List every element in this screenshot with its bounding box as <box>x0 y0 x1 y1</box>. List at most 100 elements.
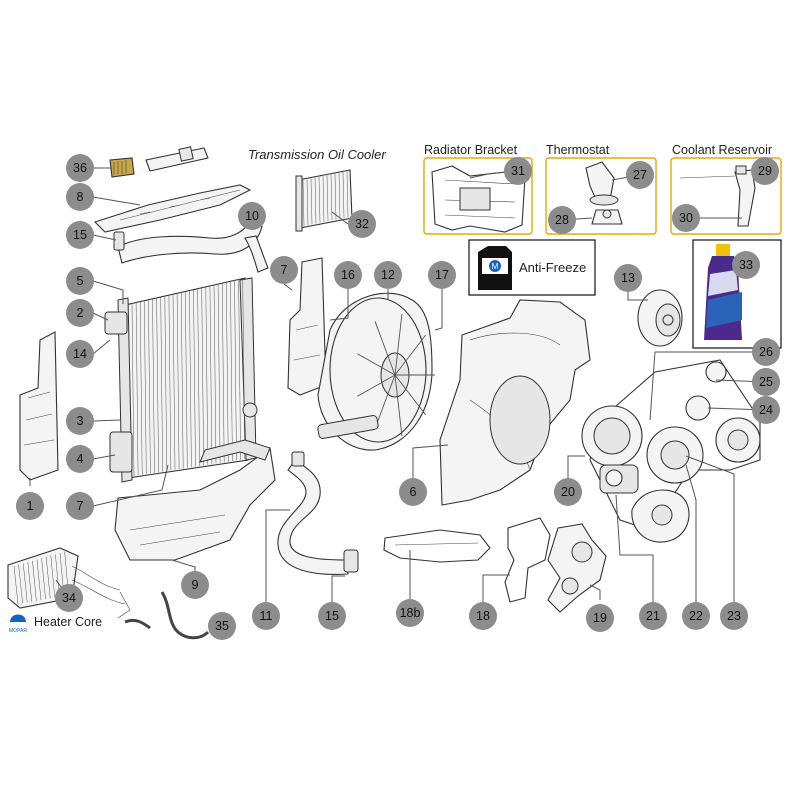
callout-number: 32 <box>355 217 369 231</box>
callout-circle <box>66 267 94 295</box>
callout-circle <box>626 161 654 189</box>
callout-number: 5 <box>77 274 84 288</box>
radiator-bracket-title: Radiator Bracket <box>424 143 518 157</box>
callout-circle <box>720 602 748 630</box>
callout-number: 19 <box>593 611 607 625</box>
right-deflector-7 <box>287 257 327 396</box>
radiator-bracket-31 <box>431 165 526 233</box>
callout-number: 3 <box>77 414 84 428</box>
callout-12: 12 <box>374 261 402 289</box>
callout-2: 2 <box>66 299 94 327</box>
lower-duct-9 <box>114 447 276 561</box>
callout-circle <box>318 602 346 630</box>
callout-number: 8 <box>77 190 84 204</box>
callout-number: 33 <box>739 258 753 272</box>
upper-shroud-8 <box>93 184 252 233</box>
lower-hose-11 <box>277 459 349 575</box>
callout-21: 21 <box>639 602 667 630</box>
anti-freeze-jug: M <box>478 246 512 290</box>
callout-7: 7 <box>270 256 298 284</box>
callout-circle <box>752 338 780 366</box>
transmission-oil-cooler-32 <box>295 169 353 232</box>
callout-number: 31 <box>511 164 525 178</box>
callout-circle <box>66 492 94 520</box>
callout-8: 8 <box>66 183 94 211</box>
callout-circle <box>66 299 94 327</box>
anti-freeze-title: Anti-Freeze <box>519 260 587 275</box>
gasket-18b <box>383 529 491 563</box>
transmission-oil-cooler-title: Transmission Oil Cooler <box>248 147 386 162</box>
callout-circle <box>252 602 280 630</box>
radiator-bracket-frame <box>423 157 533 235</box>
callout-circle <box>66 407 94 435</box>
thermostat-27-28 <box>585 161 623 225</box>
callout-number: 13 <box>621 271 635 285</box>
callout-circle <box>396 599 424 627</box>
callout-number: 20 <box>561 485 575 499</box>
callout-9: 9 <box>181 571 209 599</box>
callout-number: 36 <box>73 161 87 175</box>
callout-number: 24 <box>759 403 773 417</box>
callout-number: 12 <box>381 268 395 282</box>
callout-number: 15 <box>73 228 87 242</box>
coolant-reservoir-frame <box>670 157 782 235</box>
upper-hose-10 <box>117 219 263 264</box>
callout-number: 21 <box>646 609 660 623</box>
callout-1: 1 <box>16 492 44 520</box>
additive-bottle-33 <box>704 244 742 340</box>
svg-text:MOPAR: MOPAR <box>9 628 27 634</box>
callout-circle <box>66 183 94 211</box>
water-pump-19 <box>547 523 607 613</box>
callout-25: 25 <box>752 368 780 396</box>
callout-circle <box>732 251 760 279</box>
callout-circle <box>348 210 376 238</box>
callout-number: 35 <box>215 619 229 633</box>
callout-circle <box>181 571 209 599</box>
callout-13: 13 <box>614 264 642 292</box>
callout-28: 28 <box>548 206 576 234</box>
coolant-reservoir-29-30 <box>679 165 756 227</box>
callout-number: 27 <box>633 168 647 182</box>
callout-circle <box>639 602 667 630</box>
left-deflector-7 <box>19 331 59 481</box>
callout-14: 14 <box>66 340 94 368</box>
callout-18: 18 <box>469 602 497 630</box>
callout-24: 24 <box>752 396 780 424</box>
callout-circle <box>614 264 642 292</box>
callout-circle <box>682 602 710 630</box>
heater-hoses-35 <box>124 591 210 640</box>
callout-number: 10 <box>245 209 259 223</box>
callout-circle <box>554 478 582 506</box>
callout-number: 17 <box>435 268 449 282</box>
callout-circle <box>752 396 780 424</box>
callout-number: 18 <box>476 609 490 623</box>
coolant-reservoir-title: Coolant Reservoir <box>672 143 773 157</box>
callout-number: 7 <box>281 263 288 277</box>
callout-19: 19 <box>586 604 614 632</box>
callout-circle <box>374 261 402 289</box>
callout-number: 18b <box>400 606 421 620</box>
callout-31: 31 <box>504 157 532 185</box>
svg-text:M: M <box>492 262 499 271</box>
callout-number: 9 <box>192 578 199 592</box>
callout-circle <box>586 604 614 632</box>
callout-29: 29 <box>751 157 779 185</box>
gasket-18 <box>504 517 551 603</box>
callout-number: 7 <box>77 499 84 513</box>
fitting-36-illustration <box>109 146 209 178</box>
callout-circle <box>16 492 44 520</box>
callout-circle <box>66 340 94 368</box>
callout-26: 26 <box>752 338 780 366</box>
callout-3: 3 <box>66 407 94 435</box>
callout-34: 34 <box>55 584 83 612</box>
callout-number: 30 <box>679 211 693 225</box>
callout-circle <box>238 202 266 230</box>
callout-number: 16 <box>341 268 355 282</box>
callout-4: 4 <box>66 445 94 473</box>
callout-number: 14 <box>73 347 87 361</box>
callout-number: 15 <box>325 609 339 623</box>
callout-number: 11 <box>260 609 273 623</box>
callout-30: 30 <box>672 204 700 232</box>
